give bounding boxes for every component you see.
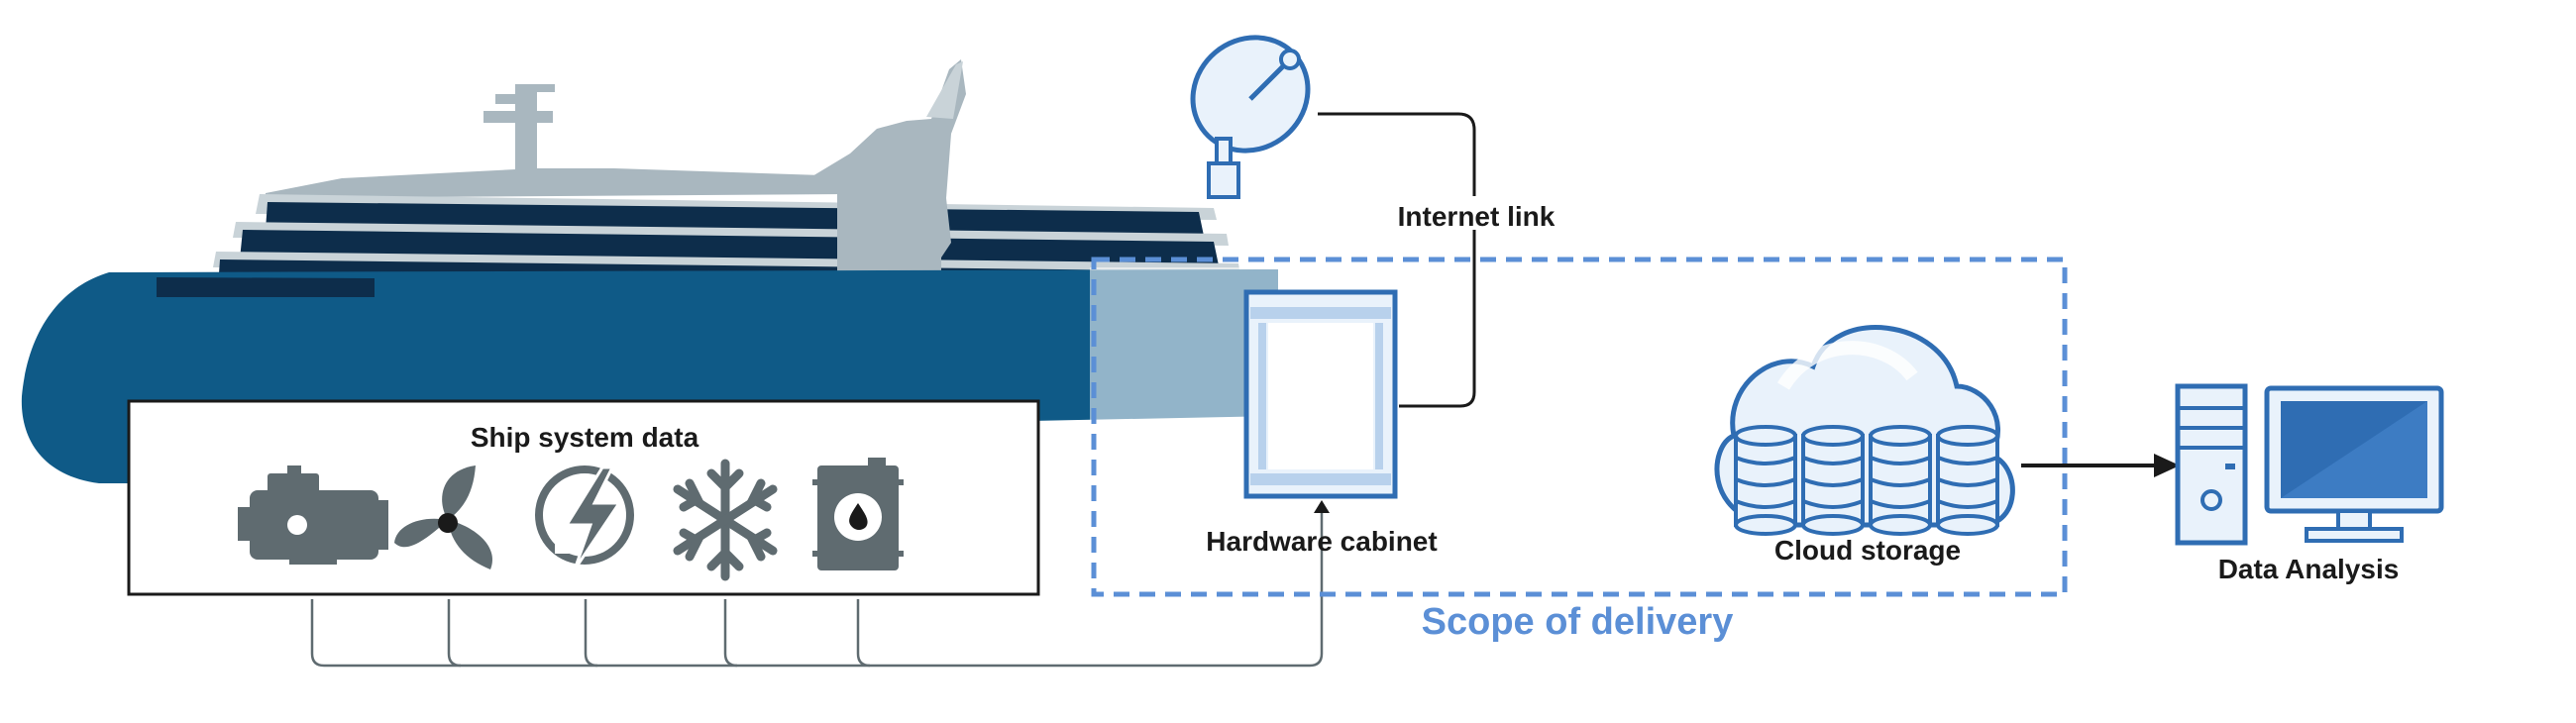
ship-top-deck	[266, 168, 852, 198]
computer-icon	[2175, 383, 2444, 546]
cloud-database-icon	[1714, 325, 2015, 536]
engine-icon	[238, 465, 388, 565]
hardware-cabinet-label: Hardware cabinet	[1206, 526, 1437, 557]
propeller-icon	[394, 465, 492, 569]
scope-of-delivery-label: Scope of delivery	[1422, 601, 1734, 643]
fuel-barrel-icon	[812, 458, 904, 570]
snowflake-icon	[673, 459, 778, 581]
server-cabinet-icon	[1243, 289, 1398, 499]
ship-system-data-box: Ship system data	[127, 399, 1040, 596]
cable-arrow-up	[1314, 500, 1330, 513]
data-cables	[310, 503, 1324, 668]
internet-link-label: Internet link	[1398, 201, 1556, 232]
ship-mast	[483, 84, 555, 178]
ship-system-data-label: Ship system data	[471, 422, 699, 453]
internet-link-line	[1318, 112, 1476, 408]
power-icon	[535, 465, 634, 570]
data-analysis-label: Data Analysis	[2218, 554, 2400, 584]
scope-of-delivery-box	[1091, 257, 2068, 597]
cloud-storage-label: Cloud storage	[1774, 535, 1961, 566]
satellite-dish-icon	[1190, 35, 1311, 199]
arrow-to-data-analysis	[2021, 454, 2180, 477]
